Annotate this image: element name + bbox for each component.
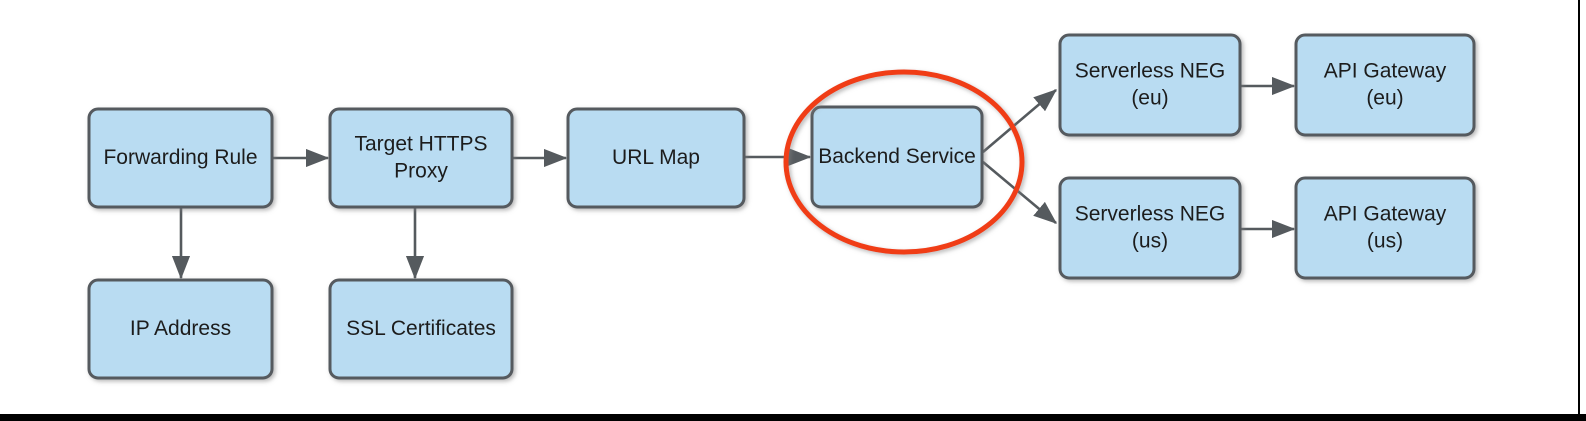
node-label-ip-address: IP Address [130,317,231,340]
edge-backend-service-to-serverless-neg-eu [982,89,1057,153]
node-box-backend-service [810,105,984,209]
node-label-serverless-neg-us: Serverless NEG(us) [1075,202,1226,252]
node-label-url-map: URL Map [612,146,700,169]
node-box-forwarding-rule [87,107,274,209]
window-bottom-bar [0,414,1586,421]
node-ssl-certificates[interactable]: SSL Certificates [328,278,514,380]
node-box-api-gateway-eu [1294,33,1476,137]
node-api-gateway-us[interactable]: API Gateway(us) [1294,176,1476,280]
node-label-ssl-certificates: SSL Certificates [346,317,496,340]
node-box-target-https-proxy [328,107,514,209]
node-url-map[interactable]: URL Map [566,107,746,209]
annotation-backend-service-highlight [783,69,1025,255]
node-box-url-map [566,107,746,209]
node-box-serverless-neg-us [1058,176,1242,280]
annotations-layer [783,69,1025,255]
node-box-api-gateway-us [1294,176,1476,280]
node-label-serverless-neg-eu: Serverless NEG(eu) [1075,59,1226,109]
node-label-backend-service: Backend Service [818,145,976,168]
node-box-ip-address [87,278,274,380]
node-box-ssl-certificates [328,278,514,380]
node-serverless-neg-us[interactable]: Serverless NEG(us) [1058,176,1242,280]
node-api-gateway-eu[interactable]: API Gateway(eu) [1294,33,1476,137]
window-right-border [1578,0,1580,414]
node-box-serverless-neg-eu [1058,33,1242,137]
node-label-api-gateway-us: API Gateway(us) [1324,202,1447,252]
edge-backend-service-to-serverless-neg-us [982,161,1057,224]
node-serverless-neg-eu[interactable]: Serverless NEG(eu) [1058,33,1242,137]
node-forwarding-rule[interactable]: Forwarding Rule [87,107,274,209]
node-backend-service[interactable]: Backend Service [810,105,984,209]
edges-layer [171,76,1296,280]
node-label-api-gateway-eu: API Gateway(eu) [1324,59,1447,109]
node-label-forwarding-rule: Forwarding Rule [103,146,257,169]
node-ip-address[interactable]: IP Address [87,278,274,380]
